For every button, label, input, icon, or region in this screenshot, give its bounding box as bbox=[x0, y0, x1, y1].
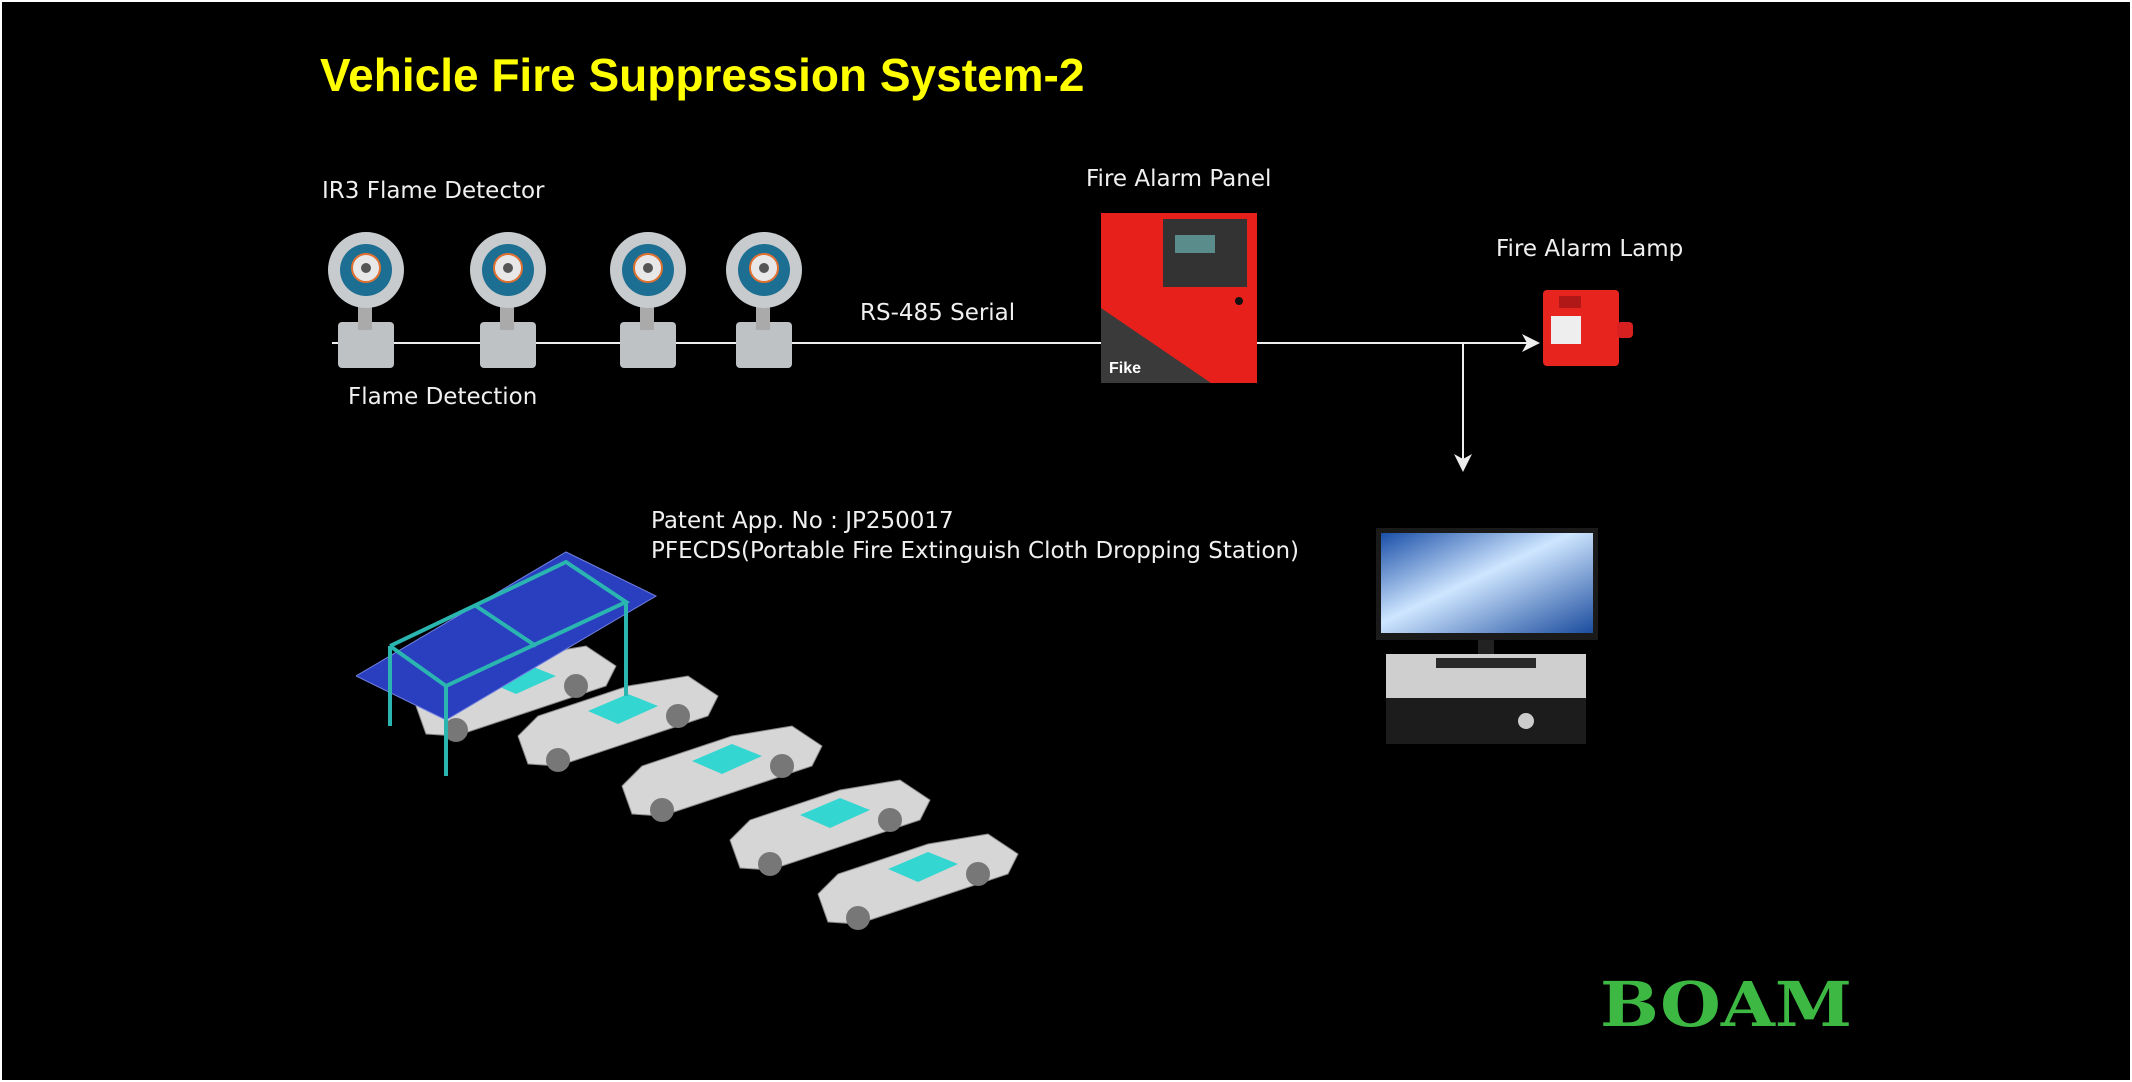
fire-alarm-lamp bbox=[1543, 290, 1633, 366]
arrow-down-icon bbox=[1454, 454, 1472, 472]
car-5 bbox=[817, 833, 1019, 931]
fire-alarm-panel: Fike bbox=[1101, 213, 1257, 383]
pfecds-vehicle-illustration bbox=[356, 551, 1019, 931]
lamp-label: Fire Alarm Lamp bbox=[1496, 236, 1684, 262]
pfecds-label: PFECDS(Portable Fire Extinguish Cloth Dr… bbox=[651, 538, 1300, 564]
flame-detector-4 bbox=[725, 231, 803, 369]
panel-to-pc-line bbox=[1462, 342, 1464, 462]
detector-label: IR3 Flame Detector bbox=[322, 178, 545, 204]
panel-label: Fire Alarm Panel bbox=[1086, 166, 1272, 192]
svg-text:Fike: Fike bbox=[1109, 360, 1141, 377]
flame-detection-label: Flame Detection bbox=[348, 384, 538, 410]
flame-detectors bbox=[328, 231, 803, 369]
rs485-line bbox=[332, 342, 1102, 344]
boam-logo: BOAM bbox=[1600, 976, 1852, 1032]
page-title: Vehicle Fire Suppression System-2 bbox=[320, 49, 1085, 101]
patent-label: Patent App. No : JP250017 bbox=[651, 508, 954, 534]
flame-detector-3 bbox=[609, 231, 687, 369]
panel-to-lamp-line bbox=[1256, 342, 1528, 344]
flame-detector-2 bbox=[469, 231, 547, 369]
computer-monitor bbox=[1376, 528, 1598, 744]
flame-detector-1 bbox=[328, 231, 405, 369]
serial-label: RS-485 Serial bbox=[860, 300, 1016, 326]
station-frame bbox=[388, 559, 631, 776]
svg-text:BOAM: BOAM bbox=[1600, 976, 1852, 1032]
arrow-right-icon bbox=[1522, 334, 1540, 352]
